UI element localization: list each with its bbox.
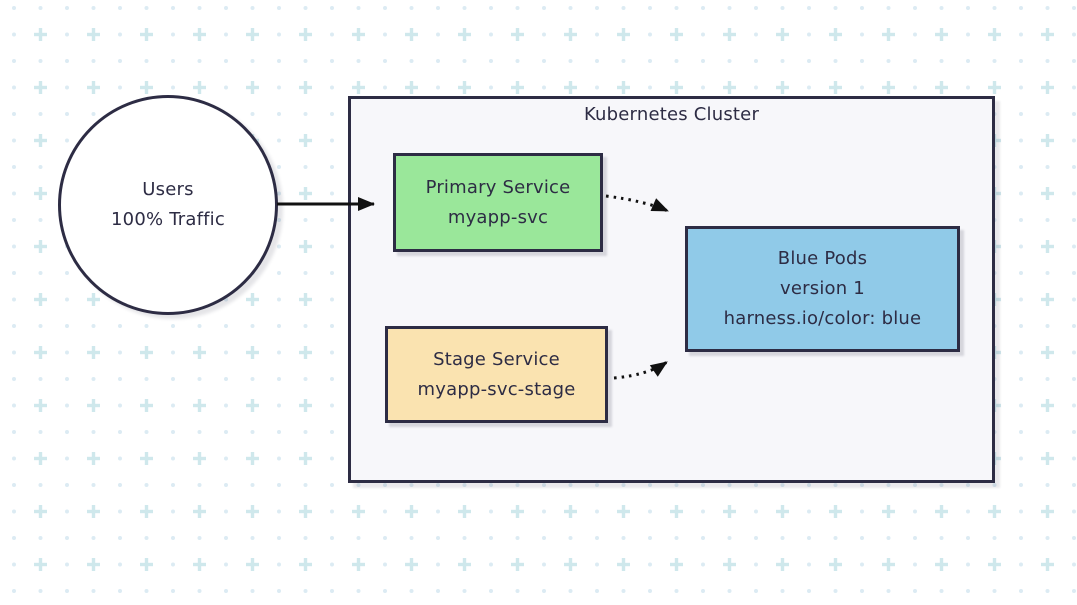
users-node-text: Users 100% Traffic — [61, 98, 275, 312]
primary-service-name: myapp-svc — [447, 206, 549, 228]
blue-pods-text: Blue Pods version 1 harness.io/color: bl… — [688, 229, 957, 349]
kubernetes-cluster-label: Kubernetes Cluster — [583, 104, 760, 125]
stage-service-node: Stage Service myapp-svc-stage — [385, 326, 608, 423]
primary-service-node: Primary Service myapp-svc — [393, 153, 603, 252]
stage-service-text: Stage Service myapp-svc-stage — [388, 329, 605, 420]
users-traffic-label: 100% Traffic — [111, 209, 225, 230]
stage-service-name: myapp-svc-stage — [417, 378, 576, 400]
blue-pods-label: Blue Pods — [777, 248, 868, 269]
stage-service-label: Stage Service — [433, 348, 560, 370]
users-node: Users 100% Traffic — [58, 95, 278, 315]
primary-service-text: Primary Service myapp-svc — [396, 156, 600, 249]
users-label: Users — [142, 179, 194, 200]
blue-pods-version: version 1 — [780, 278, 865, 299]
primary-service-label: Primary Service — [425, 176, 571, 198]
blue-pods-node: Blue Pods version 1 harness.io/color: bl… — [685, 226, 960, 352]
blue-pods-selector: harness.io/color: blue — [723, 308, 922, 329]
